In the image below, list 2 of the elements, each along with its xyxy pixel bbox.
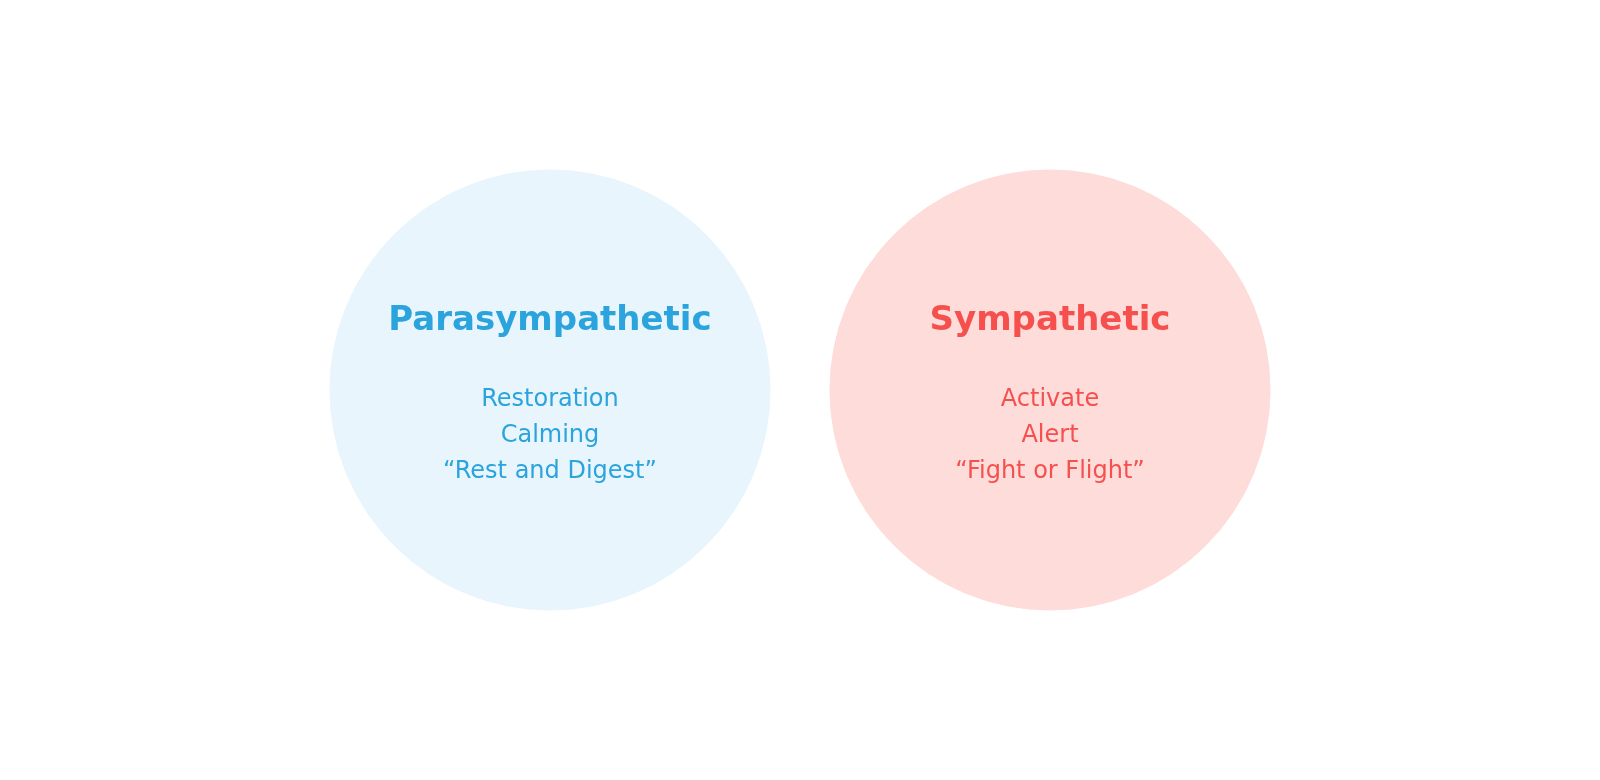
node-circle: Parasympathetic Restoration Calming “Rest and Digest” bbox=[329, 169, 771, 611]
node-circle: Sympathetic Activate Alert “Fight or Flight” bbox=[829, 169, 1271, 611]
